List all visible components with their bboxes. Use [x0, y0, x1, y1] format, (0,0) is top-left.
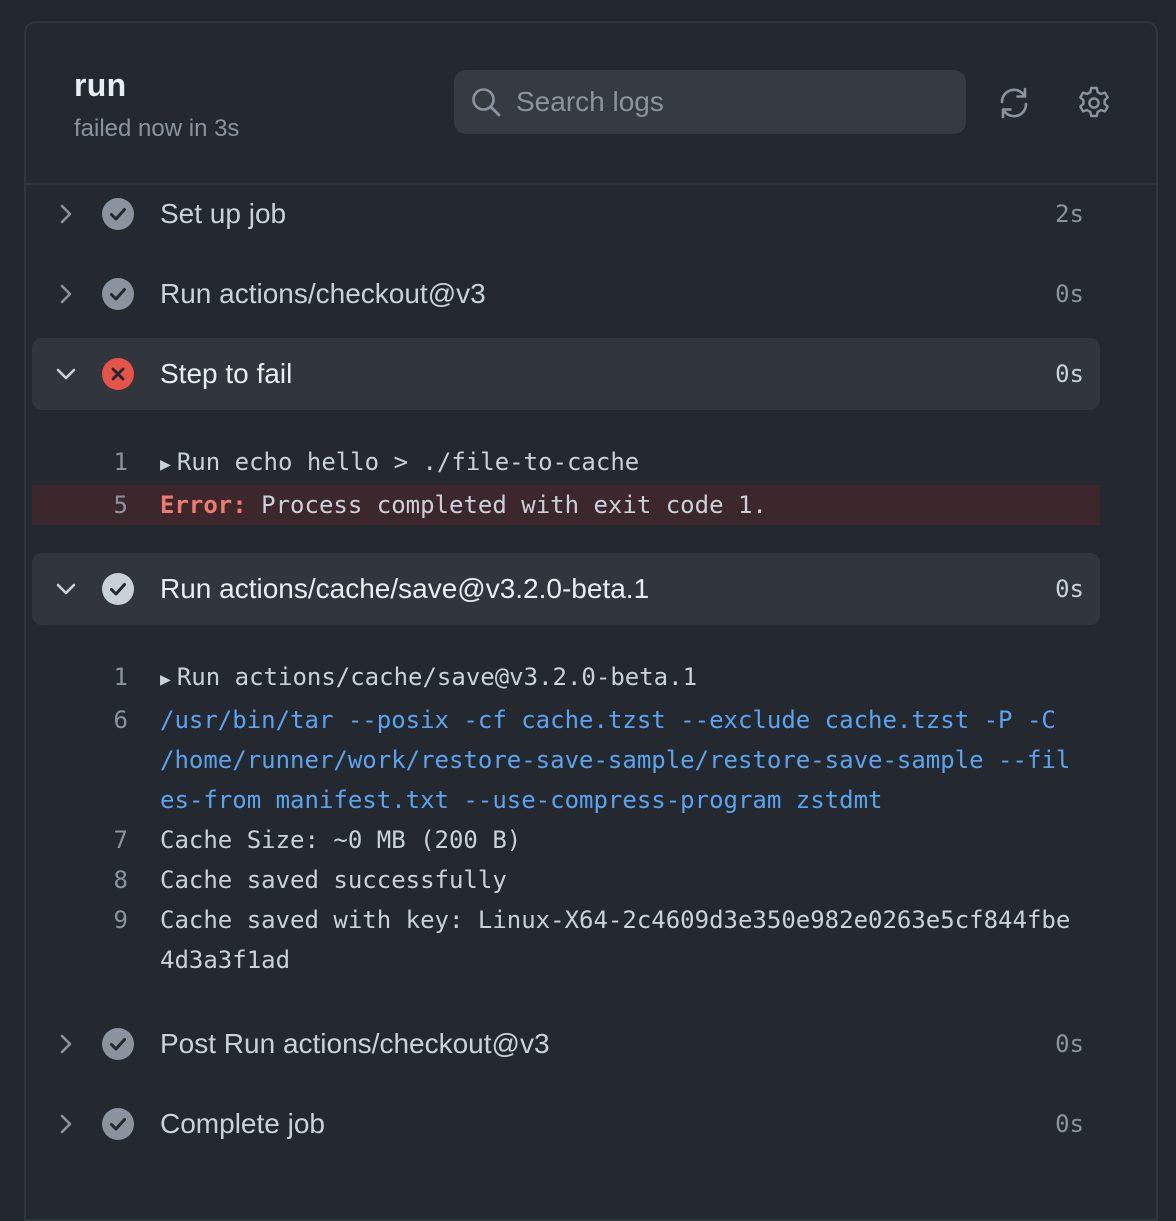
line-number: 5 — [113, 491, 128, 519]
log-text: Process completed with exit code 1. — [246, 491, 767, 519]
log-text: Cache saved successfully — [160, 866, 507, 894]
log-text: Run actions/cache/save@v3.2.0-beta.1 — [176, 663, 698, 691]
job-header: run failed now in 3s — [26, 23, 1156, 185]
step-log: 1 ▶Run echo hello > ./file-to-cache 5 Error… — [32, 418, 1100, 545]
line-number: 6 — [113, 706, 128, 734]
step-name: Run actions/cache/save@v3.2.0-beta.1 — [160, 573, 650, 604]
chevron-down-icon[interactable] — [52, 575, 80, 603]
step-row[interactable]: Run actions/cache/save@v3.2.0-beta.1 0s — [32, 553, 1100, 625]
step-row[interactable]: Run actions/checkout@v3 0s — [32, 258, 1100, 330]
step-row[interactable]: Post Run actions/checkout@v3 0s — [32, 1008, 1100, 1080]
log-line[interactable]: 1 ▶Run echo hello > ./file-to-cache — [32, 442, 1100, 485]
search-icon — [472, 88, 501, 117]
step-name: Set up job — [160, 198, 287, 229]
success-check-icon — [102, 1028, 134, 1060]
step-duration: 0s — [1055, 360, 1084, 388]
step-duration: 0s — [1055, 280, 1084, 308]
success-check-icon — [102, 198, 134, 230]
success-check-icon — [102, 278, 134, 310]
search-logs-box[interactable] — [454, 70, 966, 134]
step-duration: 0s — [1055, 1110, 1084, 1138]
step-name: Step to fail — [160, 358, 293, 389]
step-name: Complete job — [160, 1108, 325, 1139]
step-duration: 2s — [1055, 200, 1084, 228]
log-text: Cache Size: ~0 MB (200 B) — [160, 826, 522, 854]
chevron-right-icon[interactable] — [52, 200, 80, 228]
log-text: Cache saved with key: Linux-X64-2c4609d3… — [160, 906, 1071, 974]
step-name: Run actions/checkout@v3 — [160, 278, 486, 309]
failure-icon — [102, 358, 134, 390]
chevron-down-icon[interactable] — [52, 360, 80, 388]
job-title: run — [74, 67, 127, 103]
step-row[interactable]: Complete job 0s — [32, 1088, 1100, 1160]
log-line: 7 Cache Size: ~0 MB (200 B) — [32, 820, 1100, 860]
log-line: 6/usr/bin/tar --posix -cf cache.tzst --e… — [32, 700, 1100, 820]
refresh-icon[interactable] — [996, 85, 1032, 121]
expand-triangle-icon[interactable]: ▶ — [160, 669, 171, 690]
step-row[interactable]: Set up job 2s — [32, 178, 1100, 250]
error-label: Error: — [160, 491, 247, 519]
step-row[interactable]: Step to fail 0s — [32, 338, 1100, 410]
line-number: 7 — [113, 826, 128, 854]
step-duration: 0s — [1055, 575, 1084, 603]
step-duration: 0s — [1055, 1030, 1084, 1058]
line-number: 1 — [113, 663, 128, 691]
success-check-icon — [102, 1108, 134, 1140]
gear-icon[interactable] — [1076, 85, 1112, 121]
line-number: 8 — [113, 866, 128, 894]
chevron-right-icon[interactable] — [52, 1110, 80, 1138]
chevron-right-icon[interactable] — [52, 280, 80, 308]
log-line: 8 Cache saved successfully — [32, 860, 1100, 900]
step-name: Post Run actions/checkout@v3 — [160, 1028, 550, 1059]
log-line[interactable]: 1 ▶Run actions/cache/save@v3.2.0-beta.1 — [32, 657, 1100, 700]
expand-triangle-icon[interactable]: ▶ — [160, 454, 171, 475]
log-text: /usr/bin/tar --posix -cf cache.tzst --ex… — [160, 706, 1071, 814]
search-logs-input[interactable] — [516, 70, 946, 134]
log-line: 9 Cache saved with key: Linux-X64-2c4609d… — [32, 900, 1100, 980]
line-number: 1 — [113, 448, 128, 476]
success-check-icon — [102, 573, 134, 605]
line-number: 9 — [113, 906, 128, 934]
chevron-right-icon[interactable] — [52, 1030, 80, 1058]
log-line-error: 5 Error: Process completed with exit code… — [32, 485, 1100, 525]
log-text: Run echo hello > ./file-to-cache — [176, 448, 640, 476]
job-status: failed now in 3s — [74, 115, 240, 142]
